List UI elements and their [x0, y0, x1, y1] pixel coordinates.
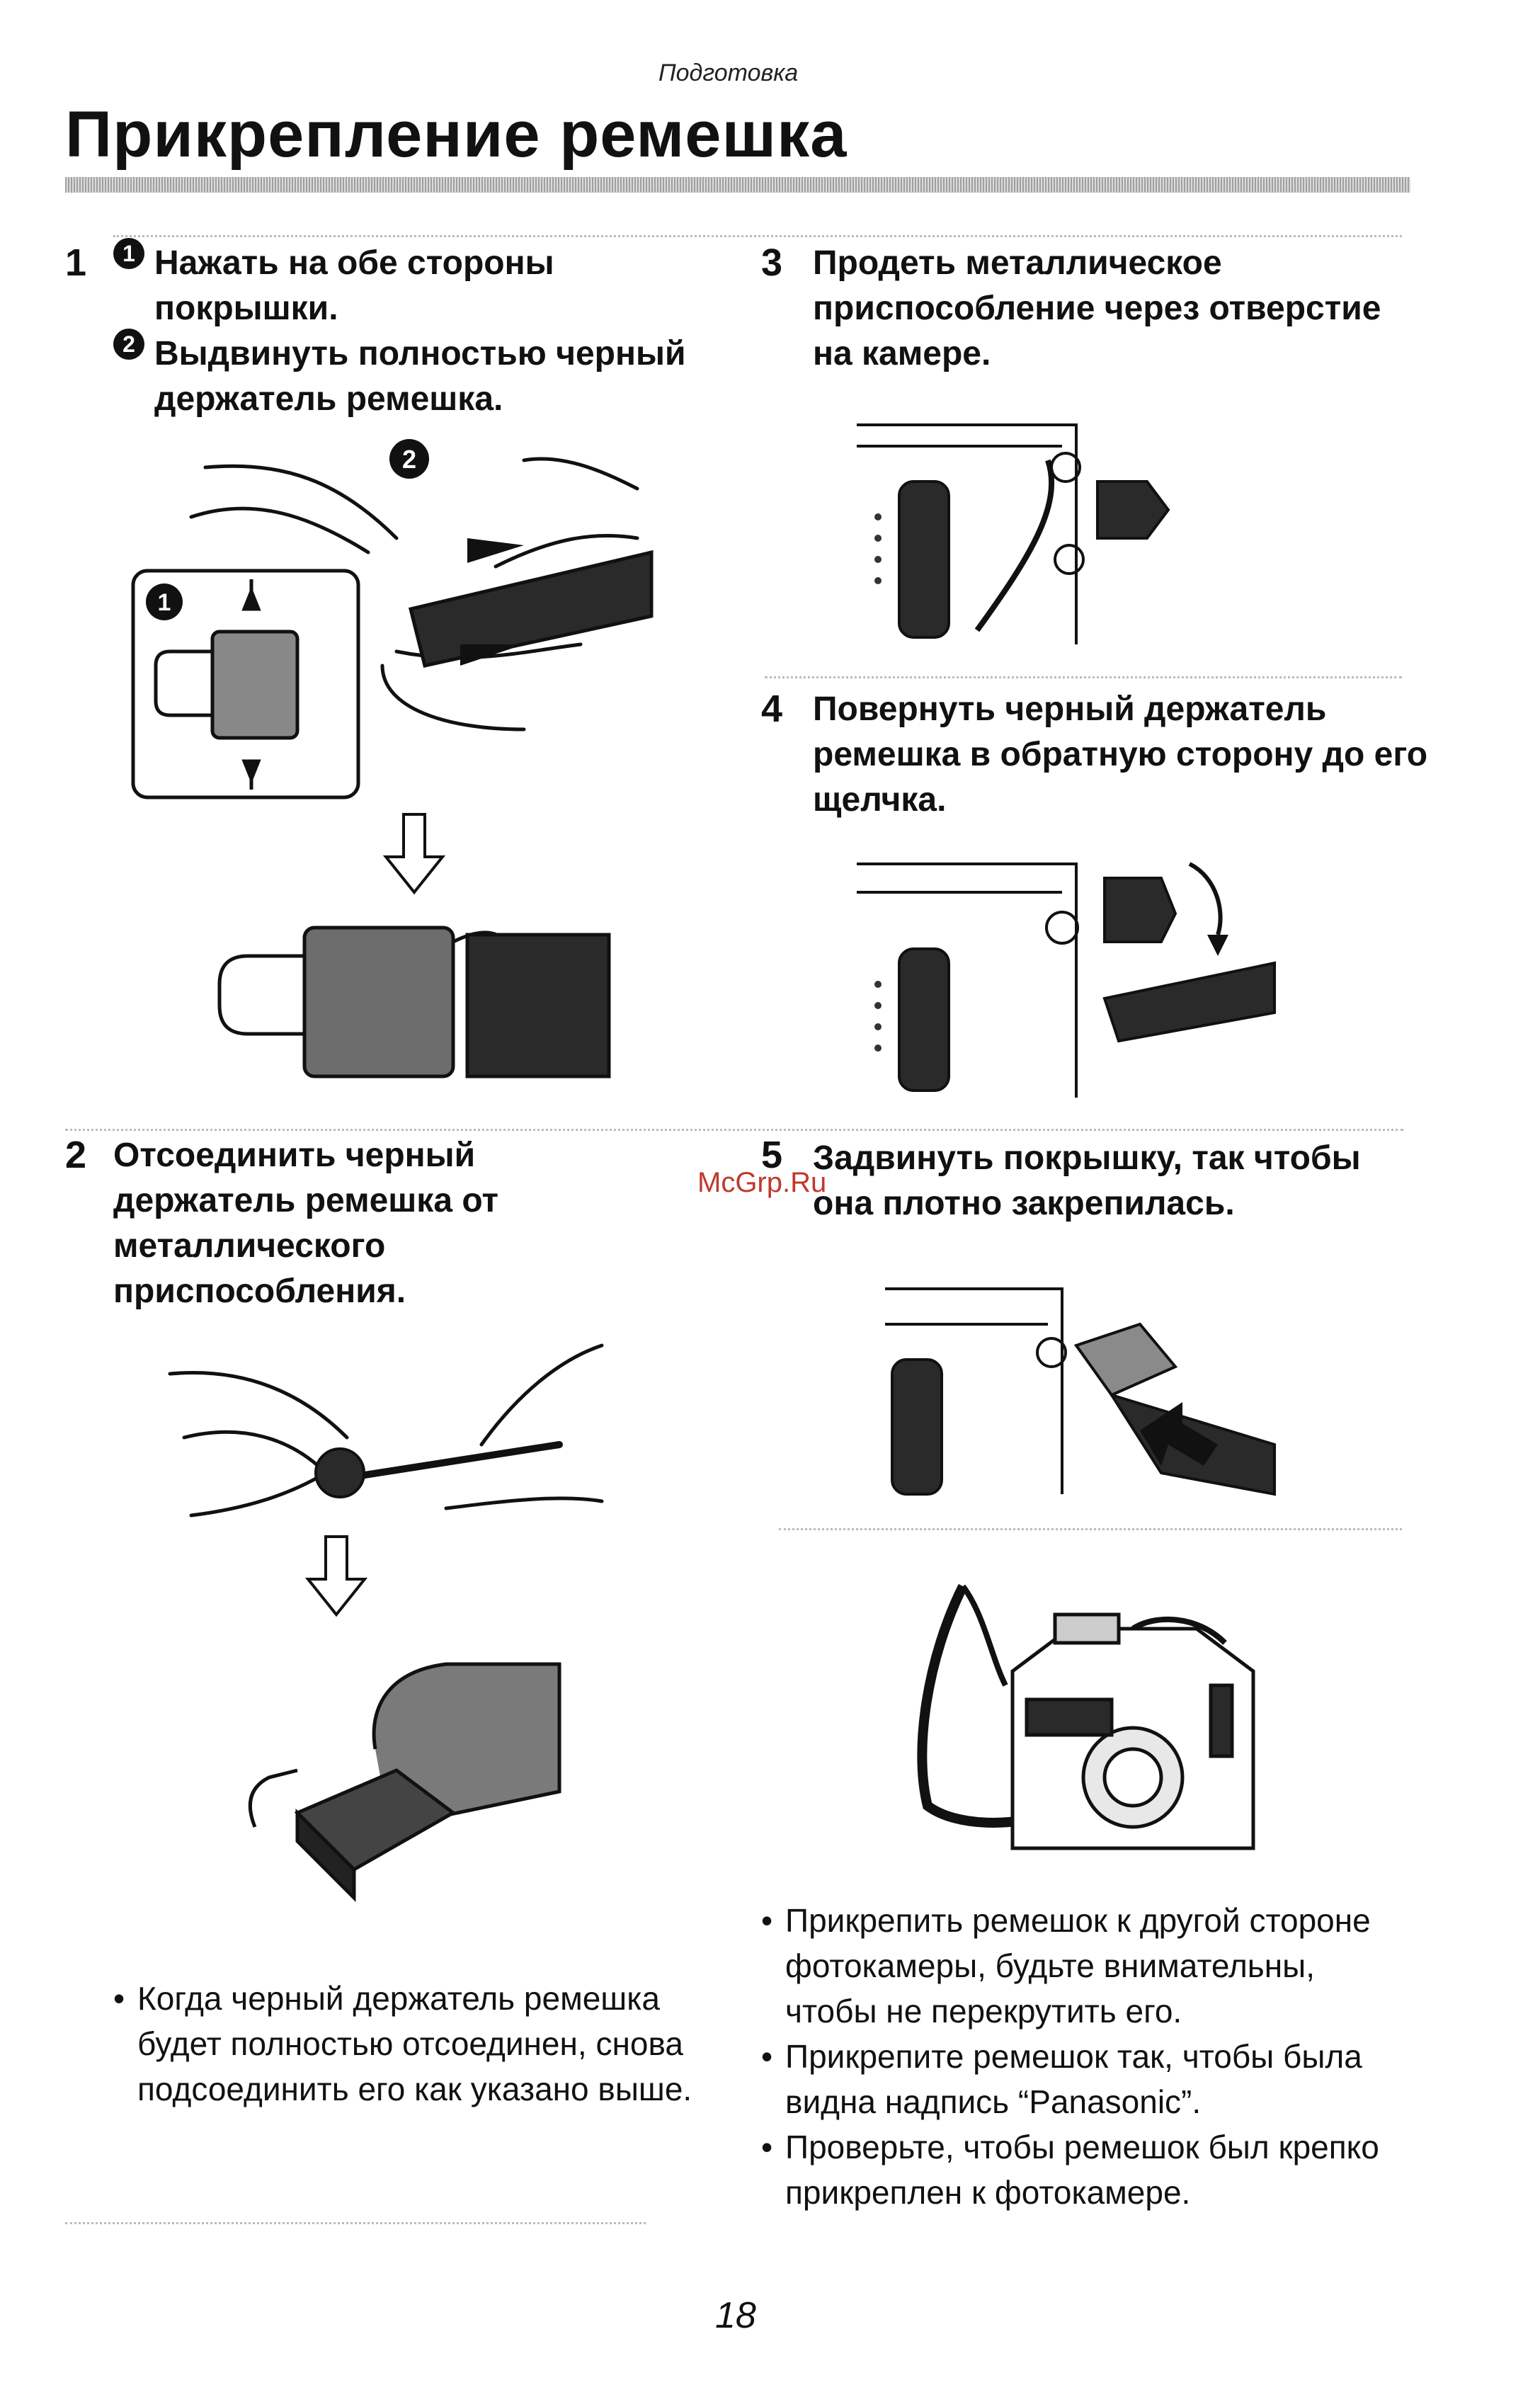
- step-5-text: Задвинуть покрышку, так чтобы она плотно…: [813, 1139, 1361, 1222]
- page-number: 18: [715, 2295, 756, 2336]
- figure-camera-with-strap: [917, 1583, 1255, 1850]
- step-number: 5: [761, 1134, 783, 1176]
- column-divider: [65, 1129, 1403, 1131]
- figure-insert-metal-loop: [857, 423, 1170, 644]
- notes-left: Когда черный держатель ремешка будет пол…: [113, 1976, 694, 2112]
- figure-marker: 2: [402, 445, 416, 474]
- figure-strap-holder-slide: 1 2: [131, 439, 654, 1078]
- note-item: Прикрепите ремешок так, чтобы была видна…: [761, 2034, 1398, 2124]
- figure-slide-cover: [885, 1287, 1276, 1496]
- marker-circle: [146, 584, 183, 620]
- page-title: Прикрепление ремешка: [65, 98, 848, 171]
- note-item: Проверьте, чтобы ремешок был крепко прик…: [761, 2124, 1398, 2215]
- substep-text: Выдвинуть полностью черный держатель рем…: [154, 335, 686, 418]
- step-number: 1: [65, 241, 87, 284]
- substep-text: Нажать на обе стороны покрышки.: [154, 244, 554, 327]
- marker-circle: 1: [113, 238, 144, 269]
- figure-marker: 1: [158, 589, 171, 616]
- substep: 1 Нажать на обе стороны покрышки.: [113, 238, 722, 331]
- note-item: Прикрепить ремешок к другой стороне фото…: [761, 1898, 1398, 2034]
- column-divider: [779, 1528, 1402, 1530]
- marker-circle: [389, 439, 429, 479]
- step-1-text: 1 Нажать на обе стороны покрышки. 2 Выдв…: [113, 238, 722, 422]
- step-4-text: Повернуть черный держатель ремешка в обр…: [813, 690, 1428, 819]
- section-label: Подготовка: [658, 59, 799, 86]
- step-3-text: Продеть металлическое приспособление чер…: [813, 244, 1381, 372]
- watermark: McGrp.Ru: [697, 1167, 827, 1198]
- column-divider-top: [113, 235, 1402, 237]
- marker-circle: 2: [113, 329, 144, 360]
- notes-right: Прикрепить ремешок к другой стороне фото…: [761, 1898, 1398, 2215]
- figure-detach-holder: [168, 1343, 604, 1903]
- step-number: 3: [761, 241, 783, 284]
- substep: 2 Выдвинуть полностью черный держатель р…: [113, 329, 722, 422]
- step-number: 2: [65, 1134, 87, 1176]
- title-rule: [65, 177, 1410, 193]
- step-2-text: Отсоединить черный держатель ремешка от …: [113, 1137, 498, 1310]
- step-number: 4: [761, 688, 783, 730]
- figure-rotate-holder: [857, 862, 1276, 1098]
- column-divider: [765, 676, 1402, 678]
- note-item: Когда черный держатель ремешка будет пол…: [113, 1976, 694, 2112]
- column-divider-bottom: [65, 2222, 646, 2224]
